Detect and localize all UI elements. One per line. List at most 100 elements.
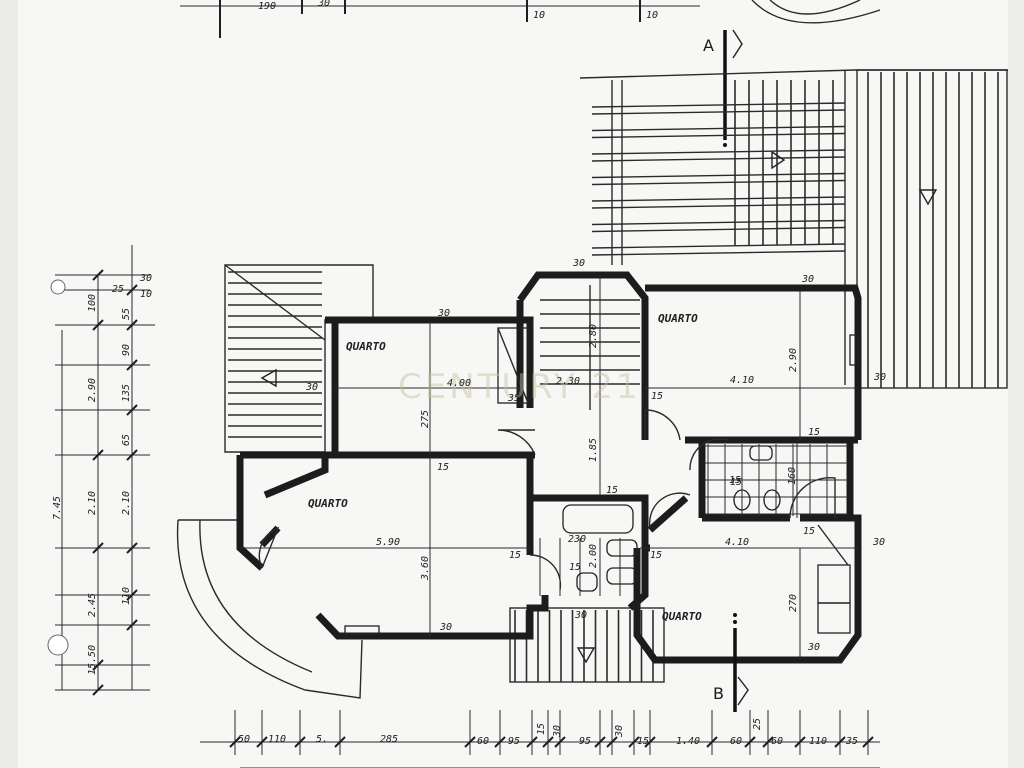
bottom-dim-30a: 30 <box>552 725 563 738</box>
top-dim-190: 190 <box>258 1 276 12</box>
top-dim-30: 30 <box>317 0 330 9</box>
bottom-dim-tick <box>526 736 538 748</box>
left-dim-tick <box>126 319 138 331</box>
dim-160: 160 <box>787 467 798 485</box>
dim-15-left-bath: 15 <box>509 550 521 561</box>
room-label-top-right: QUARTO <box>658 312 698 325</box>
binder-hole-top <box>50 279 66 295</box>
paper-right-shadow <box>1008 0 1024 768</box>
bottom-dim-tick <box>862 736 874 748</box>
left-col1-245: 2.45 <box>87 593 98 617</box>
bottom-dim-95b: 95 <box>579 736 591 747</box>
pergola-slat <box>591 172 846 179</box>
binder-hole-bottom <box>47 634 69 656</box>
left-dim-tick <box>92 449 104 461</box>
left-col2-90: 90 <box>121 344 132 356</box>
dim-30-stair-top: 30 <box>572 258 585 269</box>
left-total-745: 7.45 <box>52 496 63 520</box>
left-col1-290: 2.90 <box>87 378 98 402</box>
basin <box>606 539 638 557</box>
dim-400: 4.00 <box>447 378 471 389</box>
left-col2-110: 110 <box>121 587 132 605</box>
bottom-dim-25: 25 <box>752 718 763 730</box>
bottom-dim-tick <box>628 736 640 748</box>
bottom-dim-95a: 95 <box>508 736 520 747</box>
bottom-dim-35: 35 <box>845 736 858 747</box>
bottom-dim-tick <box>494 736 506 748</box>
dim-15-wc: 15 <box>730 477 742 488</box>
pergola-slat <box>591 125 846 132</box>
dim-30-bottom: 30 <box>439 622 452 633</box>
bottom-stair <box>509 607 665 683</box>
dim-15-bath-b: 15 <box>569 562 581 573</box>
bidet <box>606 567 638 585</box>
left-col2-135: 135 <box>121 384 132 402</box>
dim-410-top: 4.10 <box>730 375 754 386</box>
bottom-dim-tick <box>294 736 306 748</box>
dim-30-left: 30 <box>305 382 318 393</box>
pergola-slat <box>591 250 846 256</box>
dim-360: 3.60 <box>420 556 431 581</box>
room-label-top-left: QUARTO <box>346 340 386 353</box>
dim-35-inner: 35 <box>507 393 520 404</box>
left-dim-tick <box>126 589 138 601</box>
watermark: CENTURY 21 <box>398 367 641 407</box>
left-dim-tick <box>92 659 104 671</box>
dim-30-right-edge: 30 <box>873 372 886 383</box>
pergola-slat <box>591 243 846 249</box>
door-swings <box>258 409 836 591</box>
bottom-dim-110b: 110 <box>809 736 827 747</box>
bottom-dim-tick <box>334 736 346 748</box>
left-dim-tick <box>92 269 104 281</box>
dim-15-hall: 15 <box>437 462 449 473</box>
room-label-bottom-right: QUARTO <box>662 610 702 623</box>
dim-30-bottom-right: 30 <box>807 642 820 653</box>
left-col3-30: 30 <box>139 273 152 284</box>
bottom-dim-tick <box>834 736 846 748</box>
left-col2-25: 25 <box>112 284 124 295</box>
left-dim-tick <box>92 684 104 696</box>
dim-275: 275 <box>420 410 431 428</box>
bottom-dim-110: 110 <box>268 734 286 745</box>
dim-200: 2.00 <box>588 544 599 568</box>
bottom-dimension-chain: 50 110 5. 285 60 95 15 30 95 30 15 1.40 … <box>200 710 880 768</box>
bottom-dim-15a: 15 <box>536 723 547 735</box>
dim-280: 2.80 <box>588 324 599 348</box>
left-col2-210: 2.10 <box>121 491 132 515</box>
window-detail <box>849 334 859 366</box>
dim-30-bottom-stair: 30 <box>574 610 587 621</box>
bottom-dim-tick <box>554 736 566 748</box>
bottom-dim-tick <box>594 736 606 748</box>
pergola-slat <box>591 219 846 226</box>
interior-dimension-texts: 30 30 30 30 30 4.00 275 2.30 2.80 15 4.1… <box>305 258 886 653</box>
bottom-dim-60c: 60 <box>771 736 783 747</box>
section-a-label: A <box>703 36 714 55</box>
bottom-dim-tick <box>464 736 476 748</box>
dim-230: 2.30 <box>556 376 580 387</box>
toilet <box>576 572 598 592</box>
section-marker-a: A <box>703 29 743 147</box>
dim-15-mid: 15 <box>606 485 618 496</box>
dim-15-15: 15 <box>729 475 741 486</box>
left-dim-tick <box>126 619 138 631</box>
pergola-slat <box>591 149 846 155</box>
bottom-dim-tick <box>706 736 718 748</box>
bottom-dim-15b: 15 <box>637 736 649 747</box>
bottom-dim-60b: 60 <box>730 736 742 747</box>
bathtub <box>562 504 634 534</box>
bottom-dim-285: 285 <box>380 734 398 745</box>
bottom-dim-60a: 60 <box>477 736 489 747</box>
dim-15-hall-b: 15 <box>650 550 662 561</box>
dim-270: 270 <box>788 594 799 612</box>
interior-dimension-lines <box>240 275 858 712</box>
bottom-dim-5: 5. <box>316 734 328 745</box>
section-marker-b: B <box>713 676 749 706</box>
pergola-slat <box>591 156 846 162</box>
bottom-dim-tick <box>542 736 554 748</box>
dim-410-bottom: 4.10 <box>725 537 749 548</box>
pergola-slat <box>591 102 846 108</box>
dim-230-bath: 230 <box>568 534 586 545</box>
paper-left-shadow <box>0 0 18 768</box>
dim-590: 5.90 <box>376 537 400 548</box>
left-dim-tick <box>92 542 104 554</box>
